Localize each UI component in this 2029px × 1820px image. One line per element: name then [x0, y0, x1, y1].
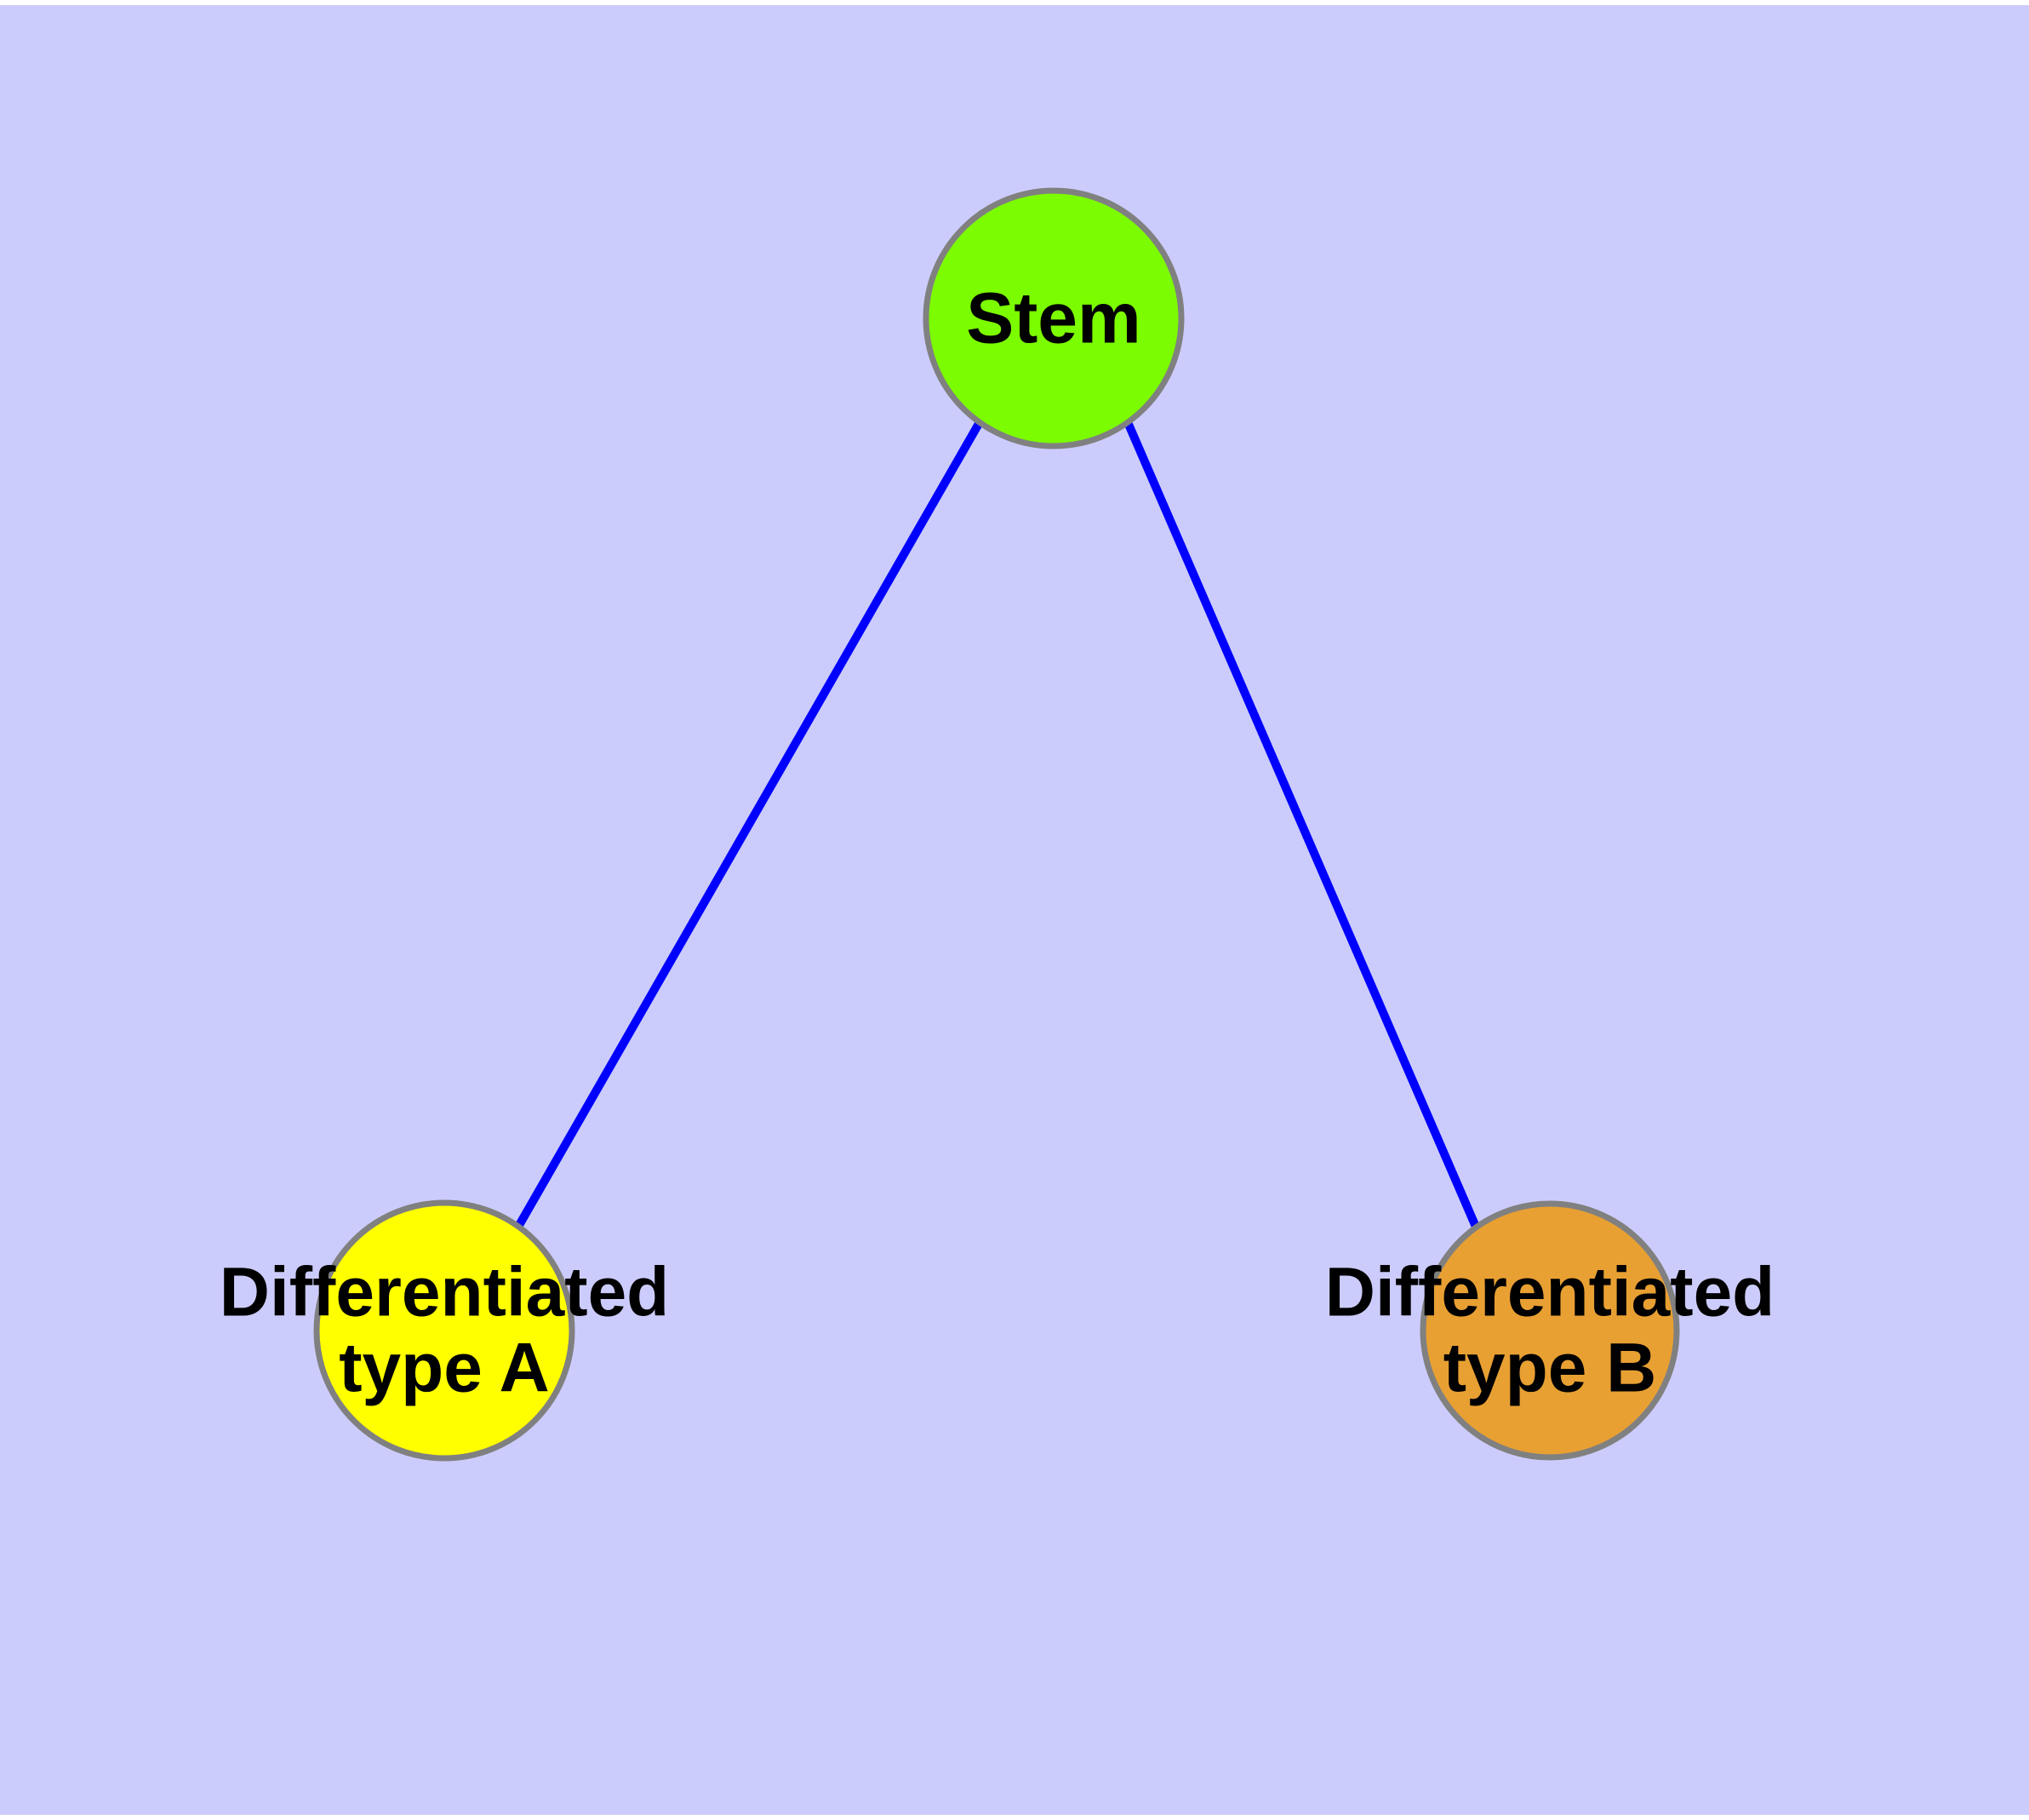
graph-node-stem[interactable]	[923, 187, 1185, 449]
graph-edge-stem-diff_a[interactable]	[514, 420, 984, 1229]
graph-node-diff_a[interactable]	[313, 1199, 575, 1462]
graph-node-diff_b[interactable]	[1420, 1200, 1680, 1461]
edge-layer	[514, 420, 1480, 1229]
graph-edge-stem-diff_b[interactable]	[1123, 421, 1480, 1228]
node-layer	[313, 187, 1680, 1462]
